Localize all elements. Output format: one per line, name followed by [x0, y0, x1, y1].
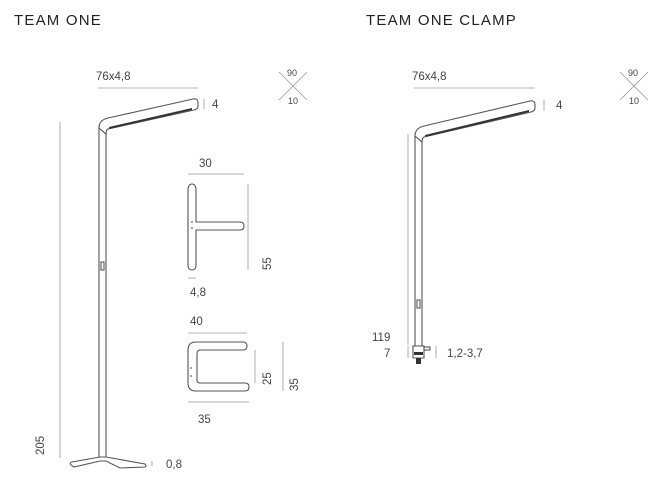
u-profile-top-width-label: 40 [190, 316, 203, 328]
t-profile-width-label: 30 [199, 158, 212, 170]
t-profile-shape [187, 183, 245, 271]
team-one-led-strip [109, 108, 192, 129]
u-profile-shape [187, 341, 250, 392]
t-profile-thickness-label: 4,8 [190, 287, 206, 299]
team-one-head [98, 98, 199, 136]
team-one-lamp [69, 98, 199, 469]
clamp-led-strip [425, 110, 529, 137]
title-team-one-clamp: TEAM ONE CLAMP [366, 12, 517, 29]
team-one-base-thickness-label: 0,8 [166, 459, 182, 471]
clamp-head-width-label: 76x4,8 [412, 71, 447, 83]
clamp-head [414, 100, 536, 144]
clamp-switch [416, 299, 421, 309]
clamp-angle-top: 90 [628, 68, 638, 78]
team-one-head-width-label: 76x4,8 [96, 71, 131, 83]
clamp-clamp-height-label: 7 [384, 348, 390, 360]
clamp-angle-bottom: 10 [629, 96, 639, 106]
clamp-pole [414, 133, 423, 347]
u-profile [187, 341, 250, 392]
clamp-range-label: 1,2-3,7 [447, 348, 483, 360]
team-one-height-label: 205 [35, 436, 47, 455]
clamp-angle-mark: 90 10 [619, 68, 649, 106]
u-profile-outer-height-label: 35 [289, 378, 301, 391]
team-one-clamp-lamp [412, 100, 536, 364]
clamp-lever [423, 346, 431, 351]
clamp-knob [416, 358, 421, 364]
team-one-pole [98, 125, 107, 461]
team-one-angle-mark: 90 10 [278, 68, 308, 106]
team-one-head-thickness-label: 4 [212, 99, 219, 111]
team-one-base [69, 456, 147, 469]
team-one-angle-top: 90 [287, 68, 297, 78]
clamp-head-thickness-label: 4 [556, 100, 563, 112]
team-one-switch [100, 261, 105, 271]
team-one-angle-bottom: 10 [288, 96, 298, 106]
title-team-one: TEAM ONE [14, 12, 102, 29]
clamp-screw [414, 352, 423, 355]
u-profile-bottom-width-label: 35 [198, 414, 211, 426]
clamp-height-label: 119 [372, 332, 390, 344]
t-profile-height-label: 55 [262, 257, 274, 270]
t-profile [187, 183, 245, 271]
u-profile-inner-height-label: 25 [262, 372, 274, 385]
